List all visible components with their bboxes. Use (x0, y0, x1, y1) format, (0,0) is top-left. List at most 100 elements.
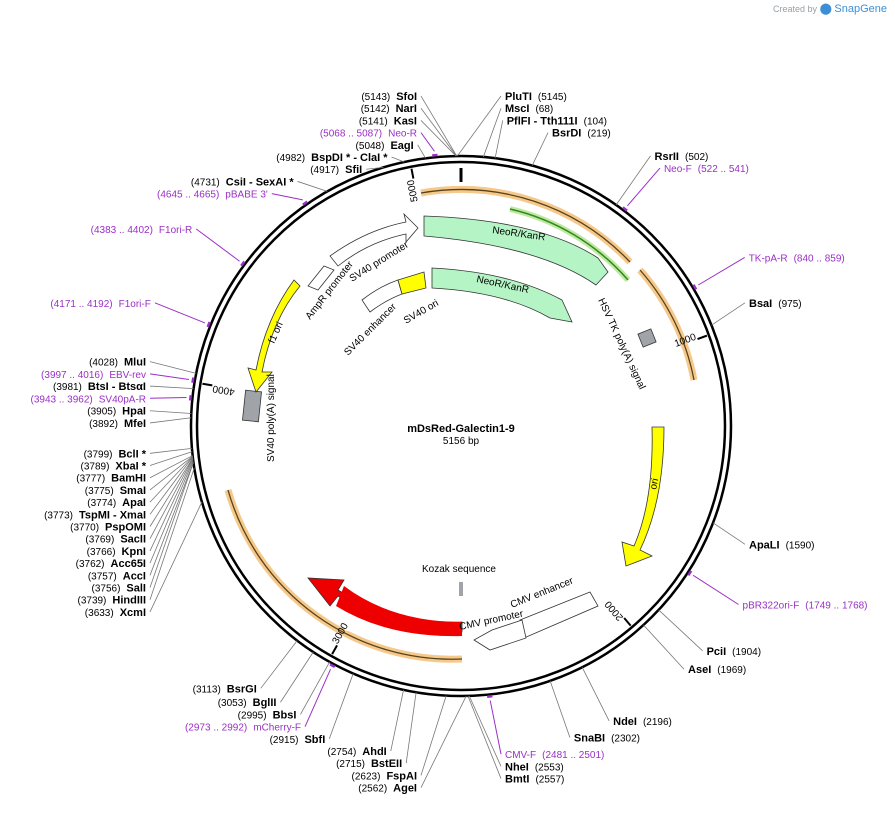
site-leader-line (149, 460, 194, 564)
bp-tick-label: 4000 (211, 382, 235, 397)
feature-hsv-tk-polya-box (637, 328, 657, 348)
site-leader-line (391, 156, 405, 163)
site-leader-line (420, 120, 457, 157)
site-name: AccI (123, 570, 146, 582)
site-name: AhdI (362, 746, 386, 758)
primer-leader-line (195, 228, 240, 262)
site-name: SmaI (120, 485, 146, 497)
primer-binding-mark (206, 321, 211, 328)
primer-binding-mark (487, 694, 493, 698)
site-label: PluTI(5145) (505, 91, 567, 103)
site-name: BglII (253, 697, 277, 709)
primer-name: SV40pA-R (99, 394, 146, 405)
site-position: (104) (584, 116, 607, 127)
site-position: (1904) (732, 647, 761, 658)
site-label: RsrII(502) (655, 151, 709, 163)
site-leader-line (581, 667, 610, 722)
site-position: (5143) (361, 92, 390, 103)
site-leader-line (420, 695, 447, 776)
site-leader-line (366, 166, 384, 170)
site-label: (3762)Acc65I (76, 558, 146, 570)
site-position: (3777) (76, 474, 105, 485)
site-leader-line (420, 95, 458, 157)
primer-leader-line (692, 574, 739, 605)
site-label: (4982)BspDI * - ClaI * (276, 152, 388, 164)
primer-leader-line (489, 700, 502, 755)
site-position: (3633) (85, 608, 114, 619)
site-name: XcmI (120, 607, 146, 619)
site-leader-line (711, 302, 746, 326)
site-position: (4731) (191, 177, 220, 188)
site-position: (3739) (77, 596, 106, 607)
site-name: BsaI (749, 298, 772, 310)
site-position: (3757) (88, 571, 117, 582)
primer-name: EBV-rev (109, 370, 146, 381)
site-leader-line (658, 609, 703, 652)
feature-kozak-box (459, 582, 463, 596)
site-position: (3756) (92, 584, 121, 595)
site-label: (5142)NarI (361, 103, 417, 115)
site-label: ApaLI(1590) (749, 539, 814, 551)
site-name: SfiI (345, 164, 362, 176)
feature-ampr-promoter (307, 265, 335, 291)
site-label: (2915)SbfI (270, 734, 326, 746)
site-position: (68) (535, 104, 553, 115)
site-leader-line (149, 461, 194, 576)
site-leader-line (468, 695, 502, 767)
bp-tick (697, 334, 708, 341)
bp-tick (331, 644, 338, 655)
orf-arc-green-core (509, 208, 629, 281)
site-leader-lines (149, 95, 746, 788)
site-name: MluI (124, 357, 146, 369)
site-name: FspAI (386, 770, 417, 782)
primer-label: (3943 .. 3962)SV40pA-R (30, 394, 146, 405)
site-position: (3113) (193, 684, 221, 695)
site-leader-line (300, 661, 330, 715)
site-label: (3799)BclI * (84, 448, 147, 460)
site-label: SnaBI(2302) (574, 733, 640, 745)
map-title: mDsRed-Galectin1-9 (407, 423, 515, 435)
site-name: NdeI (613, 716, 637, 728)
site-name: AseI (688, 664, 711, 676)
site-position: (3774) (87, 498, 116, 509)
site-position: (4982) (276, 153, 305, 164)
site-leader-line (643, 624, 685, 670)
site-position: (2553) (535, 762, 564, 773)
label-ori: ori (648, 477, 661, 490)
site-label: (3633) XcmI (85, 607, 146, 619)
site-position: (2196) (643, 717, 672, 728)
site-position: (2623) (352, 771, 381, 782)
primer-name: pBABE 3' (225, 190, 268, 201)
feature-f1-ori-arrow (247, 279, 301, 393)
site-label: BsrDI(219) (552, 128, 611, 140)
site-label: (2995)BbsI (238, 709, 297, 721)
site-leader-line (420, 695, 467, 788)
site-leader-line (420, 108, 457, 157)
feature-cmv-promoter (473, 619, 527, 651)
feature-neor-kanr-inner (431, 267, 573, 323)
site-label: (3773)TspMI - XmaI (44, 509, 146, 521)
site-label: (5141)KasI (359, 115, 417, 127)
site-name: NarI (396, 103, 417, 115)
site-position: (2302) (611, 734, 640, 745)
orf-arc-neo-core (420, 188, 631, 263)
site-label: (3769)SacII (85, 534, 146, 546)
site-leader-line (328, 673, 354, 739)
feature-sv40-ori (397, 271, 427, 295)
site-label: (2754)AhdI (327, 746, 386, 758)
site-position: (4917) (310, 165, 339, 176)
site-leader-line (149, 417, 192, 424)
bp-tick-label: 5000 (406, 178, 421, 202)
site-name: XbaI * (115, 461, 146, 473)
site-position: (5145) (538, 92, 567, 103)
site-position: (3892) (89, 419, 118, 430)
site-label: (3789)XbaI * (81, 461, 147, 473)
feature-sv40-promoter (329, 212, 419, 267)
site-name: AgeI (393, 783, 417, 795)
site-leader-line (482, 108, 502, 158)
site-label: NdeI (2196) (613, 716, 672, 728)
primer-name: Neo-F (664, 164, 692, 175)
site-leader-line (390, 689, 404, 752)
primer-name: CMV-F (505, 750, 536, 761)
site-leader-line (405, 692, 417, 764)
